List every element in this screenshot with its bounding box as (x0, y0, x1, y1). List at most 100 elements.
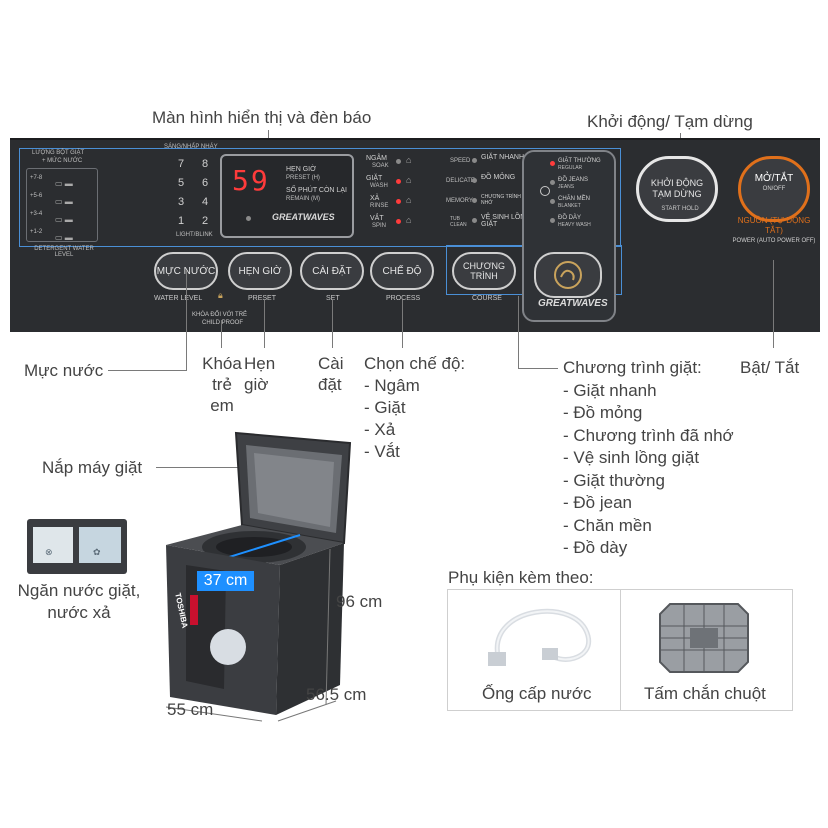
softener-icon: ✿ (93, 547, 101, 557)
detergent-title: LƯỢNG BỘT GIẶT (32, 150, 85, 156)
process-button-label: CHẾ ĐỘ (382, 265, 422, 277)
process-vi: VẮT (370, 215, 384, 222)
course-led (550, 218, 555, 223)
process-vi: GIẶT (366, 175, 383, 182)
process-vi: XẢ (370, 195, 380, 202)
hose-label: Ống cấp nước (482, 684, 592, 703)
level-number: 6 (202, 177, 209, 189)
process-callout-item: - Xả (364, 420, 396, 439)
lock-led (246, 216, 251, 221)
level-number: 7 (178, 158, 185, 170)
process-en: RINSE (370, 203, 389, 209)
program-callout-item: - Chương trình đã nhớ (563, 425, 734, 445)
program-callout-item: - Giặt nhanh (563, 380, 657, 400)
level-number: 4 (202, 196, 209, 208)
course-en: REGULAR (558, 165, 583, 171)
detergent-sub: + MỨC NƯỚC (42, 158, 83, 164)
process-button[interactable]: CHẾ ĐỘ (370, 252, 434, 290)
course-list-right: GIẶT THƯỜNG REGULAR ĐỒ JEANS JEANS CHĂN … (550, 158, 614, 234)
course-button-label: CHƯƠNG TRÌNH (463, 261, 505, 281)
water-level-sublabel: WATER LEVEL (154, 295, 203, 302)
rat-guard-icon (659, 603, 749, 673)
course-en: SPEED (450, 158, 471, 164)
course-item: CHĂN MỀN BLANKET (550, 196, 614, 214)
remain-indicator: SỐ PHÚT CÒN LẠI (286, 187, 347, 194)
process-led (396, 159, 401, 164)
drawer-photo: ⊗ ✿ (27, 519, 127, 574)
timer-indicator-en: PRESET (H) (286, 175, 320, 181)
lid-glass (254, 453, 334, 527)
course-vi: GIẶT NHANH (481, 154, 525, 161)
drawer-compartment (79, 527, 121, 563)
preset-button[interactable]: HẸN GIỜ (228, 252, 292, 290)
course-vi: GIẶT THƯỜNG (558, 158, 601, 164)
process-indicator: VẮT SPIN ⌂ (366, 214, 446, 234)
level-number: 3 (178, 196, 185, 208)
greatwaves-logo-small: GREATWAVES (272, 212, 335, 222)
course-en: DELICATE (446, 178, 475, 184)
course-en: MEMORY (446, 198, 473, 204)
accessories-divider (620, 590, 621, 710)
drum-graphic (210, 629, 246, 665)
course-item: ĐỒ DÀY HEAVY WASH (550, 215, 614, 233)
child-lock-callout: Khóa trẻ em (202, 354, 242, 415)
lock-icon: 🔒︎ (218, 290, 223, 300)
course-item: SPEED GIẶT NHANH (446, 154, 536, 174)
accessories-box: Ống cấp nước Tấm chắn chuột (447, 589, 793, 711)
greatwaves-dial-button[interactable] (534, 252, 602, 298)
start-callout: Khởi động/ Tạm dừng (587, 112, 753, 131)
wave-icon (554, 261, 582, 289)
power-callout: Bật/ Tắt (740, 358, 800, 377)
course-vi: ĐỒ MỎNG (481, 174, 516, 181)
timer-callout: Hẹn giờ (244, 354, 276, 394)
drawer-compartment (33, 527, 73, 563)
timer-indicator: HẸN GIỜ (286, 166, 317, 173)
lid-callout: Nắp máy giặt (42, 458, 143, 477)
course-vi: VỆ SINH LỒNG GIẶT (481, 214, 531, 228)
washer-drum-inner (216, 537, 292, 557)
process-en: SPIN (372, 223, 387, 229)
process-callout: Chọn chế độ: - Ngâm - Giặt - Xả - Vắt (364, 353, 465, 463)
process-callout-title: Chọn chế độ: (364, 354, 466, 373)
set-button[interactable]: CÀI ĐẶT (300, 252, 364, 290)
course-item: ĐỒ JEANS JEANS (550, 177, 614, 195)
display-highlight-frame (19, 148, 621, 247)
washer-illustration (165, 431, 352, 722)
course-led (472, 198, 477, 203)
course-vi: ĐỒ DÀY (558, 215, 582, 221)
start-hold-button[interactable]: KHỞI ĐỘNG TẠM DỪNG (636, 156, 718, 222)
child-lock-sublabel-en: CHILD PROOF (202, 320, 244, 326)
hose-icon (488, 608, 592, 666)
process-led (396, 179, 401, 184)
rinse-icon: ⌂ (406, 195, 412, 205)
course-en: BLANKET (558, 203, 581, 209)
preset-button-label: HẸN GIỜ (238, 265, 282, 277)
process-callout-item: - Vắt (364, 442, 400, 461)
power-label: MỞ/TẮT (754, 173, 794, 184)
course-vi: CHƯƠNG TRÌNH ĐÃ NHỚ (481, 194, 530, 206)
course-led (550, 199, 555, 204)
power-sublabel: ON/OFF (762, 186, 786, 192)
program-callout-item: - Giặt thường (563, 470, 665, 490)
course-vi: ĐỒ JEANS (558, 177, 589, 183)
process-vi: NGÂM (366, 155, 387, 162)
detergent-icons: ▭ ▬▭ ▬▭ ▬▭ ▬ (55, 179, 73, 242)
led-digits: 59 (232, 164, 270, 197)
course-dial-box: GIẶT THƯỜNG REGULAR ĐỒ JEANS JEANS CHĂN … (522, 150, 616, 322)
power-button[interactable]: MỞ/TẮT ON/OFF (738, 156, 810, 222)
set-sublabel: SET (326, 295, 340, 302)
level-number: 2 (202, 215, 209, 227)
course-button[interactable]: CHƯƠNG TRÌNH (452, 252, 516, 290)
course-en: HEAVY WASH (558, 222, 591, 228)
process-indicator: GIẶT WASH ⌂ (366, 174, 446, 194)
course-led (472, 158, 477, 163)
course-led (550, 180, 555, 185)
child-lock-sublabel: KHÓA ĐỔI VỚI TRẺ (192, 312, 248, 318)
process-indicators: NGÂM SOAK ⌂ GIẶT WASH ⌂ XẢ RINSE ⌂ VẮT S… (366, 154, 446, 234)
accessories-title: Phụ kiện kèm theo: (448, 568, 594, 587)
brand-strip (190, 595, 198, 625)
process-en: SOAK (372, 163, 389, 169)
display-callout: Màn hình hiển thị và đèn báo (152, 108, 372, 127)
program-callout: Chương trình giặt: - Giặt nhanh - Đồ mỏn… (563, 357, 734, 560)
water-callout: Mực nước (24, 361, 104, 380)
